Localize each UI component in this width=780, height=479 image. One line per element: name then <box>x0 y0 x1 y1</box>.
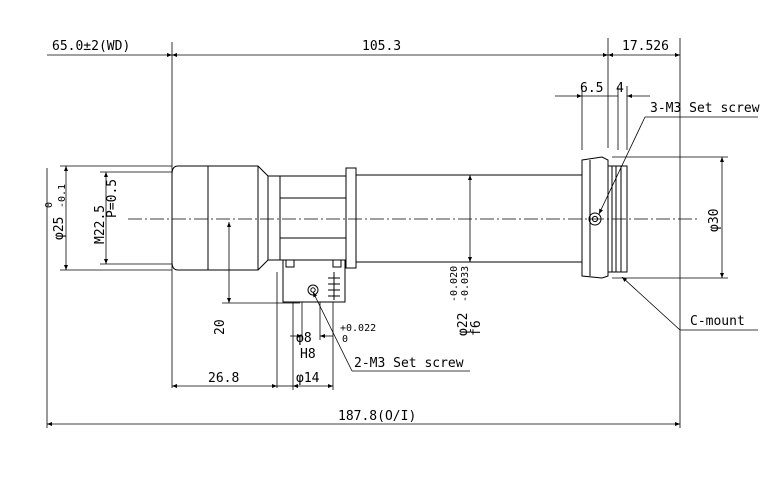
dia-25-tol-lower: -0.1 <box>57 184 68 208</box>
thread-m-label: M22.5 <box>93 205 108 244</box>
dia-8-tol-upper: +0.022 <box>340 323 376 334</box>
dia-14-label: φ14 <box>296 371 320 386</box>
length-4-label: 4 <box>616 81 624 96</box>
fit-f6-label: f6 <box>469 320 484 336</box>
length-26-label: 26.8 <box>208 371 239 386</box>
dia-25-tol-upper: 0 <box>44 202 55 208</box>
dia-8-tol-lower: 0 <box>342 334 348 345</box>
length-17-label: 17.526 <box>622 39 669 54</box>
dia-25-label: φ25 <box>52 217 67 240</box>
extension-lines <box>46 38 728 428</box>
set-screw-2-label: 2-M3 Set screw <box>354 356 464 371</box>
lens-body <box>128 156 700 303</box>
dimension-lines <box>47 53 758 426</box>
dia-30-label: φ30 <box>707 209 722 232</box>
dia-22-label: φ22 <box>456 313 471 336</box>
wd-label: 65.0±2(WD) <box>52 39 130 54</box>
thread-group: M22.5 P=0.5 <box>93 179 120 244</box>
height-20-label: 20 <box>213 319 228 335</box>
height-20-group: 20 <box>213 319 228 335</box>
set-screw-3-label: 3-M3 Set screw <box>650 101 760 116</box>
dia-25-group: φ25 0 -0.1 <box>44 184 68 240</box>
fit-h8-label: H8 <box>300 347 316 362</box>
dia-22-tol-upper: -0.020 <box>449 266 460 302</box>
total-length-label: 187.8(O/I) <box>338 409 416 424</box>
c-mount-label: C-mount <box>690 314 745 329</box>
dia-22-tol-lower: -0.033 <box>460 266 471 302</box>
length-105-label: 105.3 <box>362 39 401 54</box>
dia-22-group: φ22 -0.020 -0.033 f6 <box>449 266 484 336</box>
dia-30-group: φ30 <box>707 209 722 232</box>
length-6-5-label: 6.5 <box>580 81 603 96</box>
dia-8-label: φ8 <box>296 331 312 346</box>
thread-p-label: P=0.5 <box>105 179 120 218</box>
